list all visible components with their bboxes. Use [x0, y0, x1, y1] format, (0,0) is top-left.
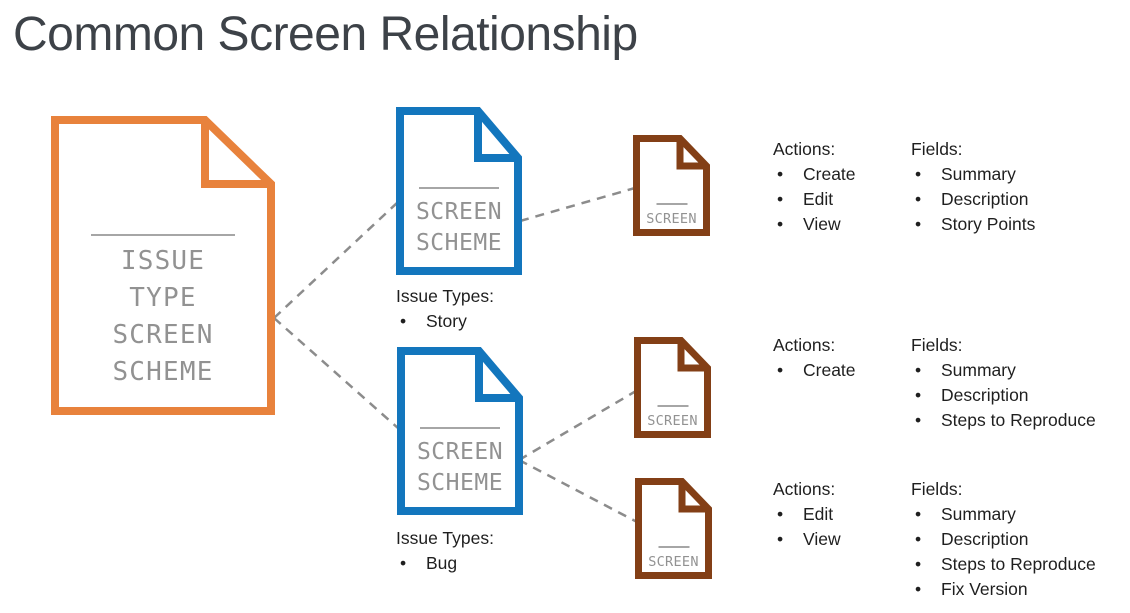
issue-type-screen-scheme-doc: ISSUE TYPE SCREEN SCHEME [51, 116, 275, 415]
actions-heading: Actions: [773, 139, 836, 159]
panel-bug-create-fields: Fields: Summary Description Steps to Rep… [911, 333, 1096, 433]
field-item: Steps to Reproduce [911, 408, 1096, 433]
fields-heading: Fields: [911, 335, 963, 355]
doc-rule [657, 405, 688, 407]
panel-bug-editview-actions: Actions: Edit View [773, 477, 841, 552]
doc-label-line: SCREEN [416, 439, 504, 465]
document-icon [635, 478, 712, 579]
doc-label-line: SCREEN [112, 320, 214, 350]
document-icon [633, 135, 710, 236]
field-item: Description [911, 187, 1035, 212]
field-item: Description [911, 383, 1096, 408]
document-icon [396, 107, 522, 275]
field-item: Summary [911, 162, 1035, 187]
screen-doc-story: SCREEN [633, 135, 710, 236]
screen-doc-bug-create: SCREEN [634, 337, 711, 438]
field-item: Summary [911, 502, 1096, 527]
doc-rule [656, 203, 687, 205]
doc-rule [658, 546, 689, 548]
screen-doc-bug-editview: SCREEN [635, 478, 712, 579]
panel-story-actions: Actions: Create Edit View [773, 137, 856, 237]
action-item: View [773, 527, 841, 552]
field-item: Summary [911, 358, 1096, 383]
action-item: Edit [773, 502, 841, 527]
doc-label-line: SCHEME [112, 357, 214, 387]
issue-type-item: Bug [396, 551, 494, 576]
doc-rule [420, 427, 500, 429]
field-item: Steps to Reproduce [911, 552, 1096, 577]
issue-types-heading: Issue Types: [396, 528, 494, 548]
field-item: Description [911, 527, 1096, 552]
connector-scheme-story-to-screen [519, 186, 636, 223]
doc-label: SCREEN [646, 211, 697, 227]
doc-label: SCREEN SCHEME [396, 197, 522, 259]
document-icon [634, 337, 711, 438]
issue-types-bug-block: Issue Types: Bug [396, 526, 494, 576]
issue-types-story-block: Issue Types: Story [396, 284, 494, 334]
doc-rule [91, 234, 235, 236]
doc-label-line: SCHEME [415, 230, 503, 256]
panel-bug-create-actions: Actions: Create [773, 333, 856, 383]
fields-heading: Fields: [911, 479, 963, 499]
doc-label: ISSUE TYPE SCREEN SCHEME [51, 243, 275, 391]
slide-title: Common Screen Relationship [13, 8, 638, 61]
actions-heading: Actions: [773, 479, 836, 499]
connector-scheme-bug-to-screen-create [518, 389, 637, 462]
issue-type-item: Story [396, 309, 494, 334]
panel-story-fields: Fields: Summary Description Story Points [911, 137, 1035, 237]
doc-rule [419, 187, 499, 189]
screen-scheme-story-doc: SCREEN SCHEME [396, 107, 522, 275]
doc-label-line: TYPE [129, 283, 197, 313]
screen-scheme-bug-doc: SCREEN SCHEME [397, 347, 523, 515]
doc-label: SCREEN [647, 413, 698, 429]
doc-label-line: ISSUE [120, 246, 206, 276]
connector-scheme-bug-to-screen-editview [518, 458, 638, 524]
action-item: Create [773, 358, 856, 383]
fields-heading: Fields: [911, 139, 963, 159]
document-icon [51, 116, 275, 415]
doc-label: SCREEN [648, 554, 699, 570]
document-icon [397, 347, 523, 515]
field-item: Fix Version [911, 577, 1096, 602]
doc-label-line: SCREEN [415, 199, 503, 225]
doc-label: SCREEN SCHEME [397, 437, 523, 499]
action-item: Create [773, 162, 856, 187]
field-item: Story Points [911, 212, 1035, 237]
action-item: Edit [773, 187, 856, 212]
connector-itss-to-scheme-bug [273, 317, 400, 430]
connector-itss-to-scheme-story [273, 201, 399, 319]
panel-bug-editview-fields: Fields: Summary Description Steps to Rep… [911, 477, 1096, 602]
actions-heading: Actions: [773, 335, 836, 355]
doc-label-line: SCHEME [416, 470, 504, 496]
action-item: View [773, 212, 856, 237]
issue-types-heading: Issue Types: [396, 286, 494, 306]
